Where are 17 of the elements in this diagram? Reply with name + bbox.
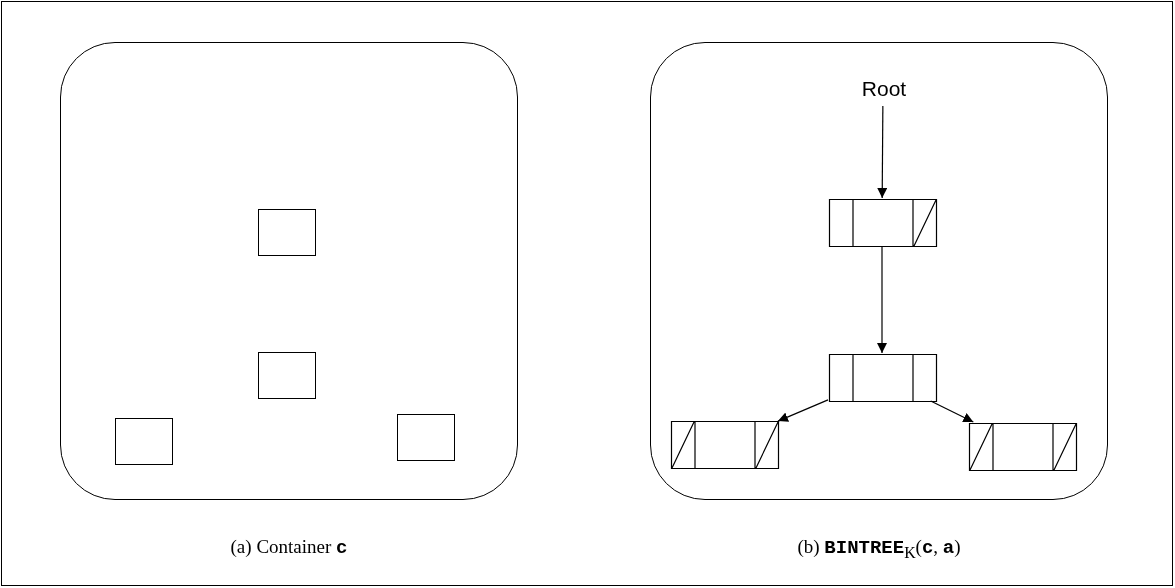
tree-node-box (829, 354, 937, 402)
arrow (930, 400, 974, 423)
element-box (397, 414, 455, 461)
container-panel (650, 42, 1108, 500)
element-box (258, 209, 316, 256)
tree-node-box (969, 423, 1077, 471)
panel-caption: (a) Container c (230, 536, 348, 559)
panel-caption: (b) BINTREE$_{K}$(c, a) (797, 536, 961, 562)
tree-node-box (671, 421, 779, 469)
element-box (115, 418, 173, 465)
tree-node-box (829, 199, 937, 247)
pointer-label: Root (849, 71, 919, 107)
arrow (777, 399, 829, 422)
arrow (877, 105, 888, 199)
container-panel (60, 42, 518, 500)
element-box (258, 352, 316, 399)
arrow (877, 245, 887, 354)
